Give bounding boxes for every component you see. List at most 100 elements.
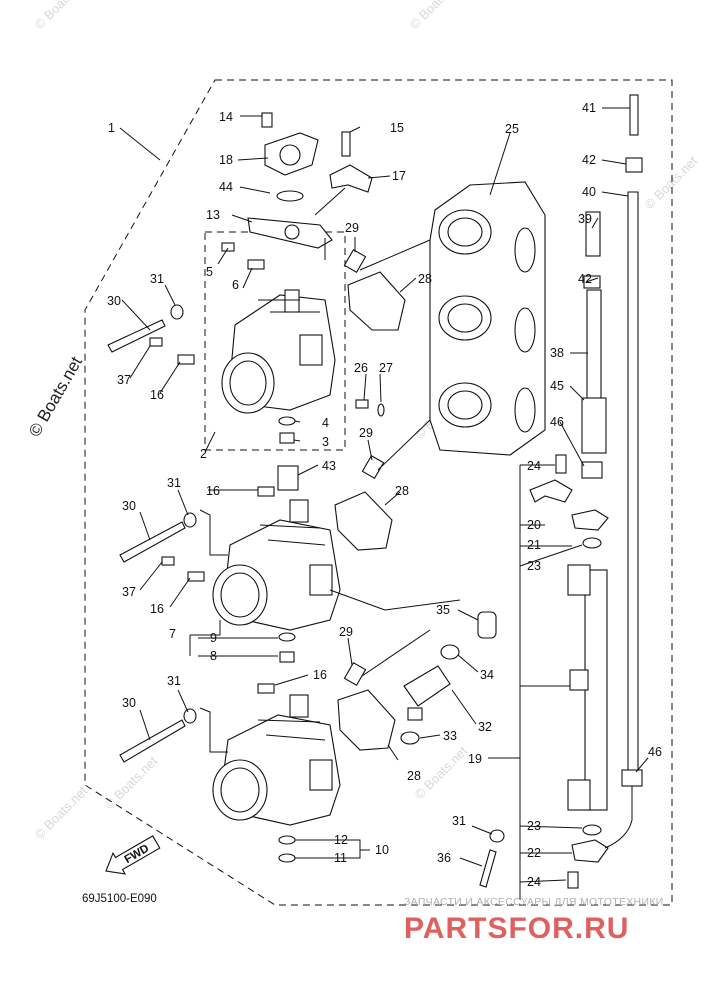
o-ring-23-bottom <box>582 824 602 836</box>
watermark-4: © Boats.net <box>102 753 161 812</box>
callout-16-middle: 16 <box>206 484 220 498</box>
spacer-bottom <box>343 661 367 687</box>
callout-29-bottom: 29 <box>339 625 353 639</box>
o-ring-23-top <box>582 537 602 549</box>
callout-31-bottom: 31 <box>167 674 181 688</box>
screw-5 <box>221 242 235 252</box>
bolt-36 <box>479 849 497 888</box>
watermark-6: © Boats.net <box>32 783 91 842</box>
fitting-39 <box>585 211 601 257</box>
callout-7: 7 <box>169 627 176 641</box>
callout-27: 27 <box>379 361 393 375</box>
spring-16-lower <box>257 486 275 497</box>
fuel-hose-40 <box>627 191 639 773</box>
callout-35: 35 <box>436 603 450 617</box>
bolt-30-bottom <box>119 719 186 763</box>
callout-26: 26 <box>354 361 368 375</box>
leader-lines <box>119 107 649 900</box>
callout-4: 4 <box>322 416 329 430</box>
callout-14: 14 <box>219 110 233 124</box>
callout-28-top: 28 <box>418 272 432 286</box>
callout-30-top: 30 <box>107 294 121 308</box>
gasket-top <box>347 271 406 331</box>
throttle-body-middle <box>212 499 341 631</box>
callout-13: 13 <box>206 208 220 222</box>
callout-5: 5 <box>206 265 213 279</box>
clip-42-top <box>625 157 643 173</box>
callouts: 1 14 15 18 17 44 13 25 29 5 6 31 28 30 2… <box>107 101 662 889</box>
gasket-middle <box>334 491 393 551</box>
bolt-30-top <box>107 319 166 353</box>
callout-31-middle: 31 <box>167 476 181 490</box>
fitting-41 <box>629 94 639 136</box>
return-hose <box>604 786 633 849</box>
callout-44: 44 <box>219 180 233 194</box>
screw-24-bottom <box>567 871 579 889</box>
spring-16-middle <box>187 571 205 582</box>
watermark-1: © Boats.net <box>32 0 91 32</box>
clip-46-top <box>581 461 603 479</box>
callout-23-bottom: 23 <box>527 819 541 833</box>
screw-24-top <box>555 454 567 474</box>
callout-41: 41 <box>582 101 596 115</box>
callout-20: 20 <box>527 518 541 532</box>
screw-37-top <box>149 337 163 347</box>
callout-43: 43 <box>322 459 336 473</box>
brand-tagline: ЗАПЧАСТИ И АКСЕССУАРЫ ДЛЯ МОТОТЕХНИКИ <box>404 896 664 908</box>
callout-10: 10 <box>375 843 389 857</box>
spring-16-top <box>177 354 195 365</box>
callout-36: 36 <box>437 851 451 865</box>
nut-3 <box>279 432 295 444</box>
callout-9: 9 <box>210 631 217 645</box>
callout-39: 39 <box>578 212 592 226</box>
fwd-arrow: FWD <box>105 835 161 875</box>
washer-31-top <box>170 304 184 320</box>
callout-31-top: 31 <box>150 272 164 286</box>
callout-24-bottom: 24 <box>527 875 541 889</box>
bolt-30-middle <box>119 521 186 563</box>
washer-31-bottom <box>183 708 197 724</box>
spacer-middle <box>361 454 385 480</box>
seal-34 <box>440 644 460 660</box>
callout-46-top: 46 <box>550 415 564 429</box>
callout-16-bottom: 16 <box>313 668 327 682</box>
spring-16-bottom <box>257 683 275 694</box>
callout-1: 1 <box>108 121 115 135</box>
callout-42-top: 42 <box>582 153 596 167</box>
throttle-body-bottom <box>212 694 341 826</box>
callout-28-bottom: 28 <box>407 769 421 783</box>
callout-15: 15 <box>390 121 404 135</box>
injector-32 <box>403 665 451 707</box>
callout-37-top: 37 <box>117 373 131 387</box>
screw-37-middle <box>161 556 175 566</box>
callout-25: 25 <box>505 122 519 136</box>
callout-24-top: 24 <box>527 459 541 473</box>
callout-18: 18 <box>219 153 233 167</box>
watermark-2: © Boats.net <box>407 0 466 32</box>
injector-nozzle <box>407 707 423 721</box>
fuel-rail <box>567 509 609 863</box>
callout-16-lower: 16 <box>150 602 164 616</box>
washer-11 <box>278 853 296 863</box>
callout-33: 33 <box>443 729 457 743</box>
o-ring-33 <box>400 731 420 745</box>
pipe-38 <box>586 289 602 401</box>
washer-12 <box>278 835 296 845</box>
watermark-side: © Boats.net <box>25 353 86 440</box>
assembly-boundary <box>84 79 673 906</box>
callout-21: 21 <box>527 538 541 552</box>
nut-8 <box>279 651 295 663</box>
callout-29-top: 29 <box>345 221 359 235</box>
callout-40: 40 <box>582 185 596 199</box>
callout-16-top: 16 <box>150 388 164 402</box>
callout-19: 19 <box>468 752 482 766</box>
callout-12: 12 <box>334 833 348 847</box>
subassembly-boundary <box>204 231 346 451</box>
callout-37-middle: 37 <box>122 585 136 599</box>
callout-2: 2 <box>200 447 207 461</box>
washer-4 <box>278 416 296 426</box>
brand-name: PARTSFOR.RU <box>404 912 629 945</box>
callout-34: 34 <box>480 668 494 682</box>
sleeve-45 <box>581 397 607 454</box>
